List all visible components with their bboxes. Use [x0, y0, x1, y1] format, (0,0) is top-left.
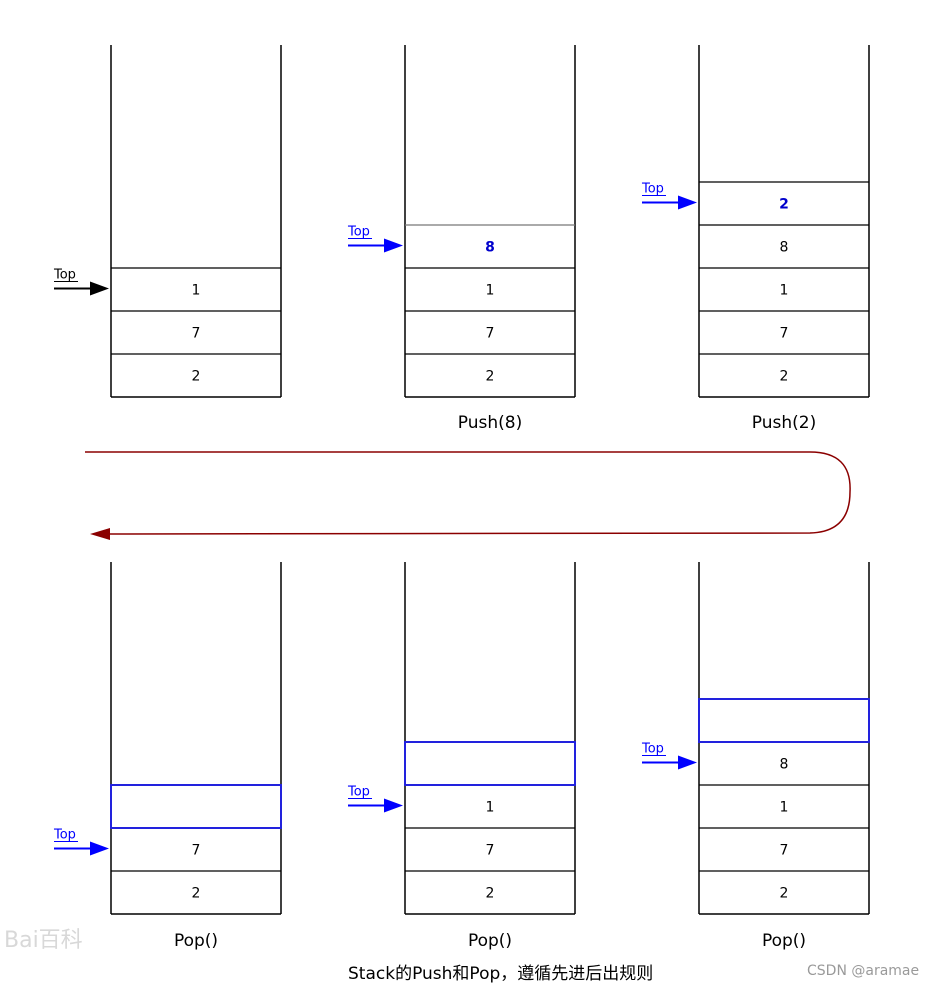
top-pointer-arrowhead — [90, 841, 109, 856]
stack-caption: Pop() — [174, 931, 218, 951]
stack-cell-value: 1 — [486, 283, 495, 299]
top-pointer-arrowhead — [384, 798, 403, 813]
flow-arrow — [85, 451, 851, 540]
top-label: Top — [641, 182, 664, 197]
footer-caption: Stack的Push和Pop，遵循先进后出规则 — [348, 964, 653, 984]
top-label: Top — [53, 828, 76, 843]
stack-caption: Pop() — [468, 931, 512, 951]
stack-cell-value: 7 — [486, 843, 495, 859]
stack-cell-value: 2 — [192, 886, 201, 902]
stack-caption: Push(8) — [458, 413, 522, 433]
popped-slot — [698, 698, 870, 743]
stack-cell-value: 2 — [486, 886, 495, 902]
top-label: Top — [347, 785, 370, 800]
top-pointer-arrowhead — [384, 238, 403, 253]
top-pointer-arrowhead — [90, 281, 109, 296]
stack-cell-value: 7 — [780, 843, 789, 859]
top-pointer-arrowhead — [678, 195, 697, 210]
stack-cell-value: 2 — [780, 369, 789, 385]
top-pointer-arrowhead — [678, 755, 697, 770]
flow-arrowhead — [90, 528, 110, 540]
top-label: Top — [641, 742, 664, 757]
stack-cell-value: 1 — [780, 283, 789, 299]
csdn-watermark: CSDN @aramae — [807, 963, 919, 979]
baidu-watermark: Bai百科 — [4, 928, 83, 953]
stack-cell-value: 8 — [485, 240, 495, 256]
stack-cell-value: 7 — [780, 326, 789, 342]
top-label: Top — [53, 268, 76, 283]
stack-1: 1 7 2 Top — [53, 45, 282, 398]
stack-cell-value: 2 — [192, 369, 201, 385]
top-label: Top — [347, 225, 370, 240]
stack-caption: Pop() — [762, 931, 806, 951]
stack-cell-value: 7 — [486, 326, 495, 342]
stack-cell-value: 2 — [780, 886, 789, 902]
stack-cell-value: 8 — [780, 240, 789, 256]
stack-cell-value: 7 — [192, 326, 201, 342]
stack-caption: Push(2) — [752, 413, 816, 433]
stack-cell-value: 1 — [192, 283, 201, 299]
stack-cell-value: 1 — [486, 800, 495, 816]
stack-cell-value: 2 — [486, 369, 495, 385]
stack-cell-value: 8 — [780, 757, 789, 773]
popped-slot — [404, 741, 576, 786]
popped-slot — [110, 784, 282, 829]
flow-arrow-path — [85, 451, 851, 535]
stack-cell-value: 2 — [779, 197, 789, 213]
stack-cell-value: 7 — [192, 843, 201, 859]
stack-cell-value: 1 — [780, 800, 789, 816]
stacks-layer: 172Top8172TopPush(8)28172TopPush(2)72Top… — [53, 45, 870, 951]
